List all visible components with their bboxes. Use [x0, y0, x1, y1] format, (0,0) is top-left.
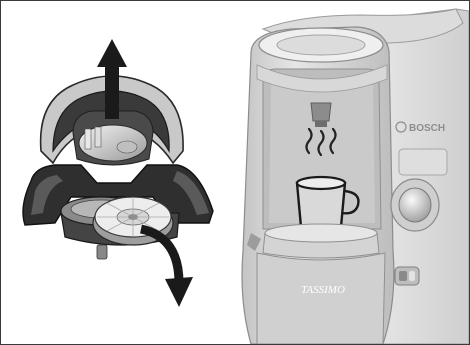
selector-knob	[390, 178, 440, 232]
steam-lines-icon	[305, 127, 337, 157]
coffee-machine: TASSIMO BOSCH	[241, 8, 469, 344]
bosch-emblem-icon	[395, 121, 407, 133]
arrow-up-icon	[97, 39, 127, 119]
curved-arrow-down-icon	[139, 224, 193, 307]
brewing-unit-detail	[22, 39, 214, 307]
side-display-panel	[398, 148, 448, 176]
power-switch	[394, 266, 420, 286]
bosch-brand-label: BOSCH	[409, 123, 445, 134]
tassimo-logo: TASSIMO	[301, 284, 345, 296]
